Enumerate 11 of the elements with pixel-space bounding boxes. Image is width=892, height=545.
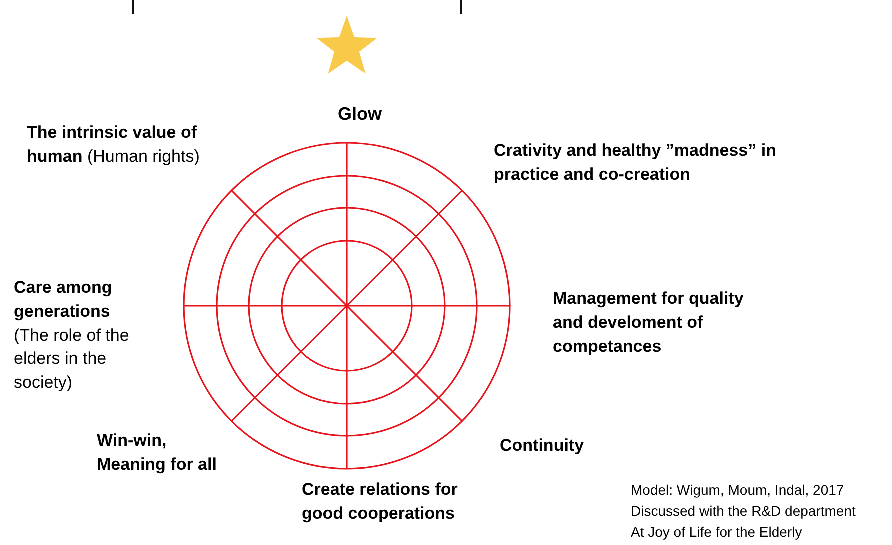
axis-label: Win-win, Meaning for all [97, 430, 218, 476]
axis-label: Care among generations (The role of the elders in the society) [14, 277, 130, 394]
source-note: Discussed with the R&D department [631, 502, 857, 521]
axis-label: The intrinsic value of human (Human rights) [27, 122, 201, 168]
axis-label: Continuity [500, 435, 586, 457]
axis-label: Management for quality and develoment of competances [553, 288, 745, 358]
source-note: At Joy of Life for the Elderly [631, 523, 804, 542]
axis-label: Crativity and healthy ”madness” in practice and co-creation [494, 140, 778, 186]
axis-label: Glow [337, 103, 383, 126]
axis-label: Create relations for good cooperations [302, 479, 459, 525]
source-note: Model: Wigum, Moum, Indal, 2017 [631, 481, 846, 500]
